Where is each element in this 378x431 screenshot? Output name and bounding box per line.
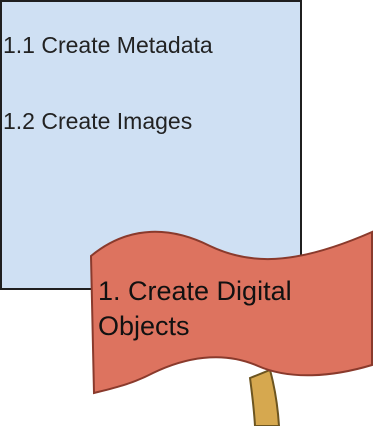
connector-shape: [248, 368, 281, 427]
banner-label: 1. Create Digital Objects: [98, 276, 292, 341]
step-1-label: 1.1 Create Metadata: [3, 32, 213, 58]
banner-shape: [89, 230, 373, 395]
step-2-label: 1.2 Create Images: [3, 108, 193, 134]
